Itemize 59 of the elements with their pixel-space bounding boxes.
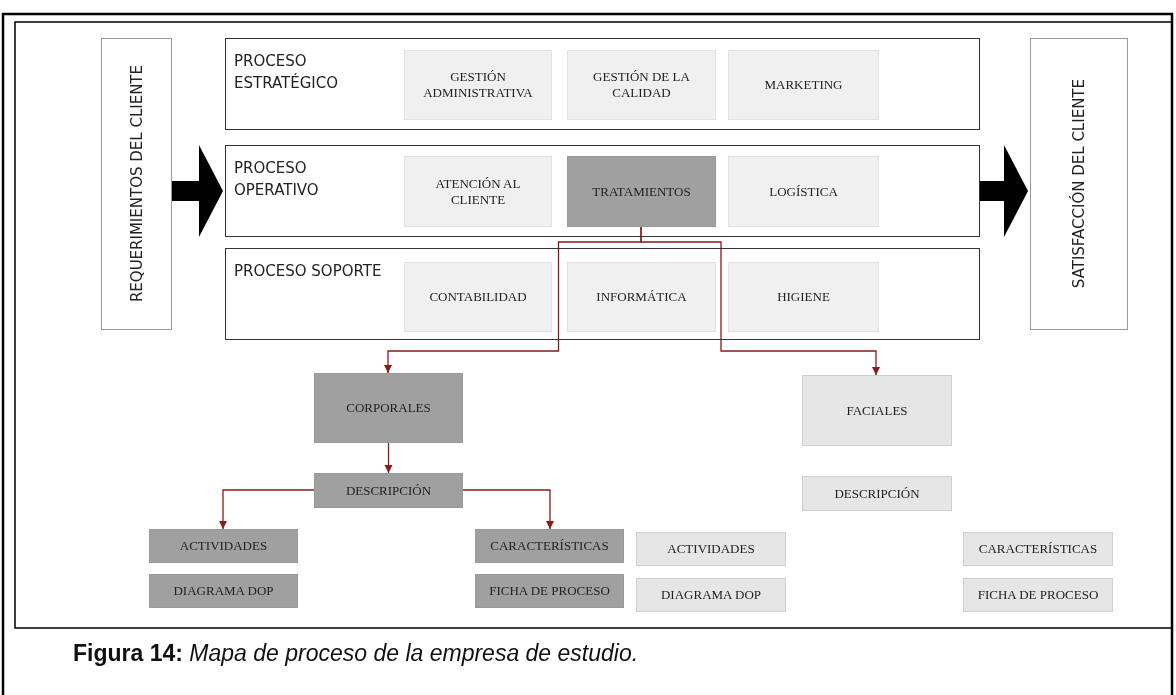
process-box bbox=[404, 50, 552, 120]
arrow bbox=[384, 442, 393, 474]
side-box bbox=[101, 38, 172, 330]
process-band bbox=[225, 145, 980, 237]
process-box bbox=[728, 156, 879, 227]
process-box bbox=[404, 156, 552, 227]
process-box bbox=[475, 574, 624, 608]
box-label: LOGÍSTICA bbox=[769, 183, 838, 200]
box-label: ATENCIÓN AL CLIENTE bbox=[434, 175, 522, 208]
box-label: GESTIÓN DE LA CALIDAD bbox=[592, 69, 691, 101]
process-box bbox=[728, 50, 879, 120]
process-box bbox=[404, 262, 552, 332]
figure-caption: Figura 14: Mapa de proceso de la empresa de estudio. bbox=[73, 640, 639, 667]
process-band bbox=[225, 248, 980, 340]
process-box bbox=[728, 262, 879, 332]
process-box bbox=[636, 578, 786, 612]
box-label: TRATAMIENTOS bbox=[592, 183, 691, 200]
box-label: CONTABILIDAD bbox=[429, 289, 527, 305]
box-label: INFORMÁTICA bbox=[596, 289, 687, 305]
vertical-label: SATISFACCIÓN DEL CLIENTE bbox=[1070, 79, 1088, 289]
side-box bbox=[1030, 38, 1128, 330]
box-label: GESTIÓN ADMINISTRATIVA bbox=[422, 69, 534, 101]
box-label: FICHA DE PROCESO bbox=[489, 583, 610, 599]
band-title: PROCESO SOPORTE bbox=[234, 261, 383, 282]
box-label: DIAGRAMA DOP bbox=[660, 587, 761, 603]
process-box bbox=[149, 529, 298, 563]
box-label: CARACTERÍSTICAS bbox=[978, 541, 1098, 557]
process-box bbox=[567, 156, 716, 227]
box-label: CORPORALES bbox=[346, 400, 431, 416]
block-arrow bbox=[172, 145, 223, 237]
process-band bbox=[225, 38, 980, 130]
box-label: ACTIVIDADES bbox=[179, 538, 268, 554]
process-box bbox=[963, 578, 1113, 612]
process-box bbox=[802, 476, 952, 511]
box-label: DIAGRAMA DOP bbox=[173, 583, 274, 599]
band-title: PROCESO OPERATIVO bbox=[234, 158, 320, 201]
block-arrow bbox=[980, 145, 1028, 237]
process-box bbox=[314, 473, 463, 508]
box-label: FICHA DE PROCESO bbox=[977, 587, 1099, 603]
arrow bbox=[219, 489, 315, 530]
process-box bbox=[314, 373, 463, 443]
process-box bbox=[567, 50, 716, 120]
box-label: CARACTERÍSTICAS bbox=[490, 538, 609, 554]
arrow bbox=[640, 225, 880, 376]
vertical-label: REQUERIMIENTOS DEL CLIENTE bbox=[127, 65, 146, 303]
process-box bbox=[802, 375, 952, 446]
box-label: HIGIENE bbox=[777, 289, 830, 305]
box-label: DESCRIPCIÓN bbox=[834, 485, 920, 502]
box-label: ACTIVIDADES bbox=[667, 541, 755, 557]
process-box bbox=[963, 532, 1113, 566]
process-box bbox=[567, 262, 716, 332]
process-box bbox=[475, 529, 624, 563]
box-label: MARKETING bbox=[764, 77, 843, 93]
process-box bbox=[149, 574, 298, 608]
arrow bbox=[462, 489, 554, 530]
band-title: PROCESO ESTRATÉGICO bbox=[234, 51, 340, 94]
box-label: FACIALES bbox=[846, 402, 908, 419]
process-box bbox=[636, 532, 786, 566]
box-label: DESCRIPCIÓN bbox=[345, 482, 432, 499]
